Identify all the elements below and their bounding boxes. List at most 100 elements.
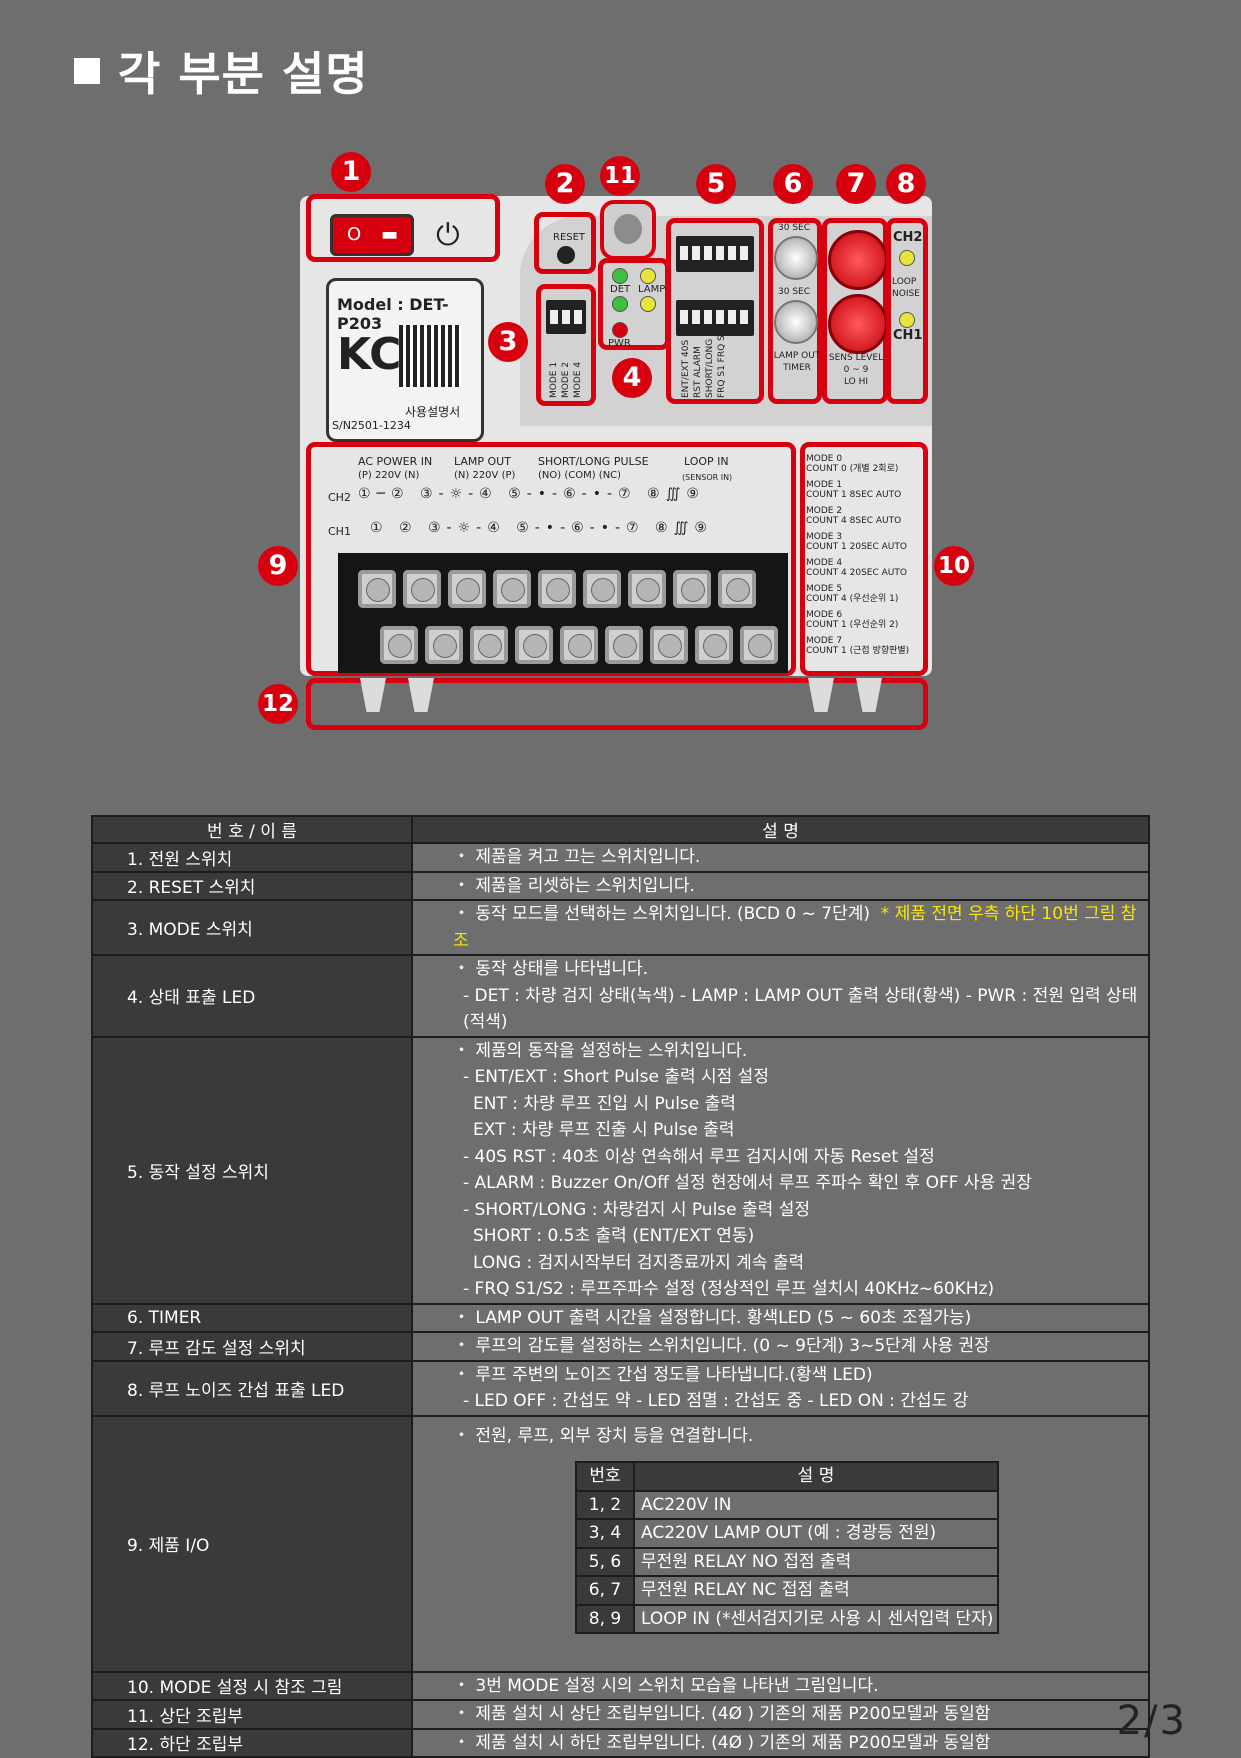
table-row: 1. 전원 스위치・ 제품을 켜고 끄는 스위치입니다. [91,842,1150,873]
description-line: LONG : 검지시작부터 검지종료까지 계속 출력 [473,1252,805,1273]
kc-mark-icon: KC [337,329,402,380]
lamp-led-icon [640,268,656,284]
terminal-screw [605,626,643,664]
highlight-note: * 제품 전면 우측 하단 10번 그림 참조 [453,904,1137,951]
terminal-screw [650,626,688,664]
table-row: 6. TIMER・ LAMP OUT 출력 시간을 설정합니다. 황색LED (… [91,1302,1150,1333]
table-row: 12. 하단 조립부・ 제품 설치 시 하단 조립부입니다. (4Ø ) 기존의… [91,1727,1150,1758]
terminal-diagram-ch1: ① ② ③-☼-④ ⑤-•-⑥-•-⑦ ⑧∭⑨ [370,520,713,536]
badge-10: 10 [934,546,974,586]
callout-box-8 [886,218,928,404]
terminal-screw [358,570,396,608]
description-line: ・ 제품을 리셋하는 스위치입니다. [453,875,695,896]
table-row: 4. 상태 표출 LED・ 동작 상태를 나타냅니다.- DET : 차량 검지… [91,954,1150,1038]
terminal-screw [470,626,508,664]
description-line: - 40S RST : 40초 이상 연속해서 루프 검지시에 자동 Reset… [463,1146,935,1167]
pwr-led-icon [612,322,628,338]
callout-box-10 [800,442,928,676]
badge-11: 11 [600,156,640,196]
qr-code-icon [399,325,461,387]
function-dip-switch-a[interactable] [676,236,754,272]
table-row: 3. MODE 스위치・ 동작 모드를 선택하는 스위치입니다. (BCD 0 … [91,899,1150,956]
terminal-screw [695,626,733,664]
description-line: ENT : 차량 루프 진입 시 Pulse 출력 [473,1093,736,1114]
terminal-screw [515,626,553,664]
timer-knob-1[interactable] [774,236,818,280]
terminal-screw [403,570,441,608]
sens-rotary-switch-1[interactable] [828,230,888,290]
badge-2: 2 [545,164,585,204]
lamp-led-2-icon [640,296,656,312]
callout-box-5 [666,218,764,404]
table-row: 11. 상단 조립부・ 제품 설치 시 상단 조립부입니다. (4Ø ) 기존의… [91,1699,1150,1730]
model-label: Model : DET-P203 KC 사용설명서 [326,278,484,442]
description-line: ・ 3번 MODE 설정 시의 스위치 모습을 나타낸 그림입니다. [453,1675,879,1696]
callout-box-1 [306,194,500,262]
table-row: 8. 루프 노이즈 간섭 표출 LED・ 루프 주변의 노이즈 간섭 정도를 나… [91,1359,1150,1417]
callout-box-3 [536,284,596,406]
terminal-screw [380,626,418,664]
badge-6: 6 [773,164,813,204]
badge-12: 12 [258,684,298,724]
terminal-screw [425,626,463,664]
terminal-screw [740,626,778,664]
mode-dip-switch[interactable] [546,300,586,334]
description-line: ・ 동작 상태를 나타냅니다. [453,959,649,979]
description-line: ・ 제품 설치 시 상단 조립부입니다. (4Ø ) 기존의 제품 P200모델… [453,1704,991,1724]
description-line: - LED OFF : 간섭도 약 - LED 점멸 : 간섭도 중 - LED… [463,1391,969,1411]
terminal-screw [628,570,666,608]
terminal-screw [673,570,711,608]
reset-button[interactable] [557,246,575,264]
description-line: ・ 루프 주변의 노이즈 간섭 정도를 나타냅니다.(황색 LED) [453,1364,873,1385]
description-line: ・ 루프의 감도를 설정하는 스위치입니다. (0 ~ 9단계) 3~5단계 사… [453,1336,990,1356]
description-line: ・ LAMP OUT 출력 시간을 설정합니다. 황색LED (5 ~ 60초 … [453,1307,972,1328]
timer-knob-2[interactable] [774,300,818,344]
callout-box-4 [598,258,670,350]
callout-box-9 [306,442,796,676]
ch1-noise-led-icon [899,312,915,328]
table-row: 7. 루프 감도 설정 스위치・ 루프의 감도를 설정하는 스위치입니다. (0… [91,1331,1150,1362]
ch2-noise-led-icon [899,250,915,266]
terminal-screw [493,570,531,608]
description-line: - DET : 차량 검지 상태(녹색) - LAMP : LAMP OUT 출… [463,985,1138,1033]
description-line: ・ 제품을 켜고 끄는 스위치입니다. [453,847,701,867]
table-header: 번 호 / 이 름 설 명 [91,815,1150,844]
page-number: 2/3 [1116,1698,1187,1744]
badge-4: 4 [612,358,652,398]
description-line: - SHORT/LONG : 차량검지 시 Pulse 출력 설정 [463,1199,810,1220]
description-line: - FRQ S1/S2 : 루프주파수 설정 (정상적인 루프 설치시 40KH… [463,1279,995,1299]
terminal-screw [448,570,486,608]
sens-rotary-switch-2[interactable] [828,294,888,354]
power-switch[interactable]: O▬ [330,214,414,256]
badge-5: 5 [696,164,736,204]
terminal-screw [560,626,598,664]
table-row: 5. 동작 설정 스위치・ 제품의 동작을 설정하는 스위치입니다.- ENT/… [91,1035,1150,1305]
description-line: EXT : 차량 루프 진출 시 Pulse 출력 [473,1120,735,1140]
terminal-diagram-ch2: ①─② ③-☼-④ ⑤-•-⑥-•-⑦ ⑧∭⑨ [358,486,705,502]
terminal-screw [718,570,756,608]
square-bullet-icon [74,58,100,84]
top-mount [600,200,656,260]
badge-3: 3 [488,322,528,362]
function-dip-switch-b[interactable] [676,300,754,336]
badge-8: 8 [886,164,926,204]
description-line: - ALARM : Buzzer On/Off 설정 현장에서 루프 주파수 확… [463,1173,1032,1193]
terminal-screw [538,570,576,608]
callout-box-2 [534,212,596,274]
table-row: 2. RESET 스위치・ 제품을 리셋하는 스위치입니다. [91,870,1150,901]
mount-hole-icon [614,214,642,244]
